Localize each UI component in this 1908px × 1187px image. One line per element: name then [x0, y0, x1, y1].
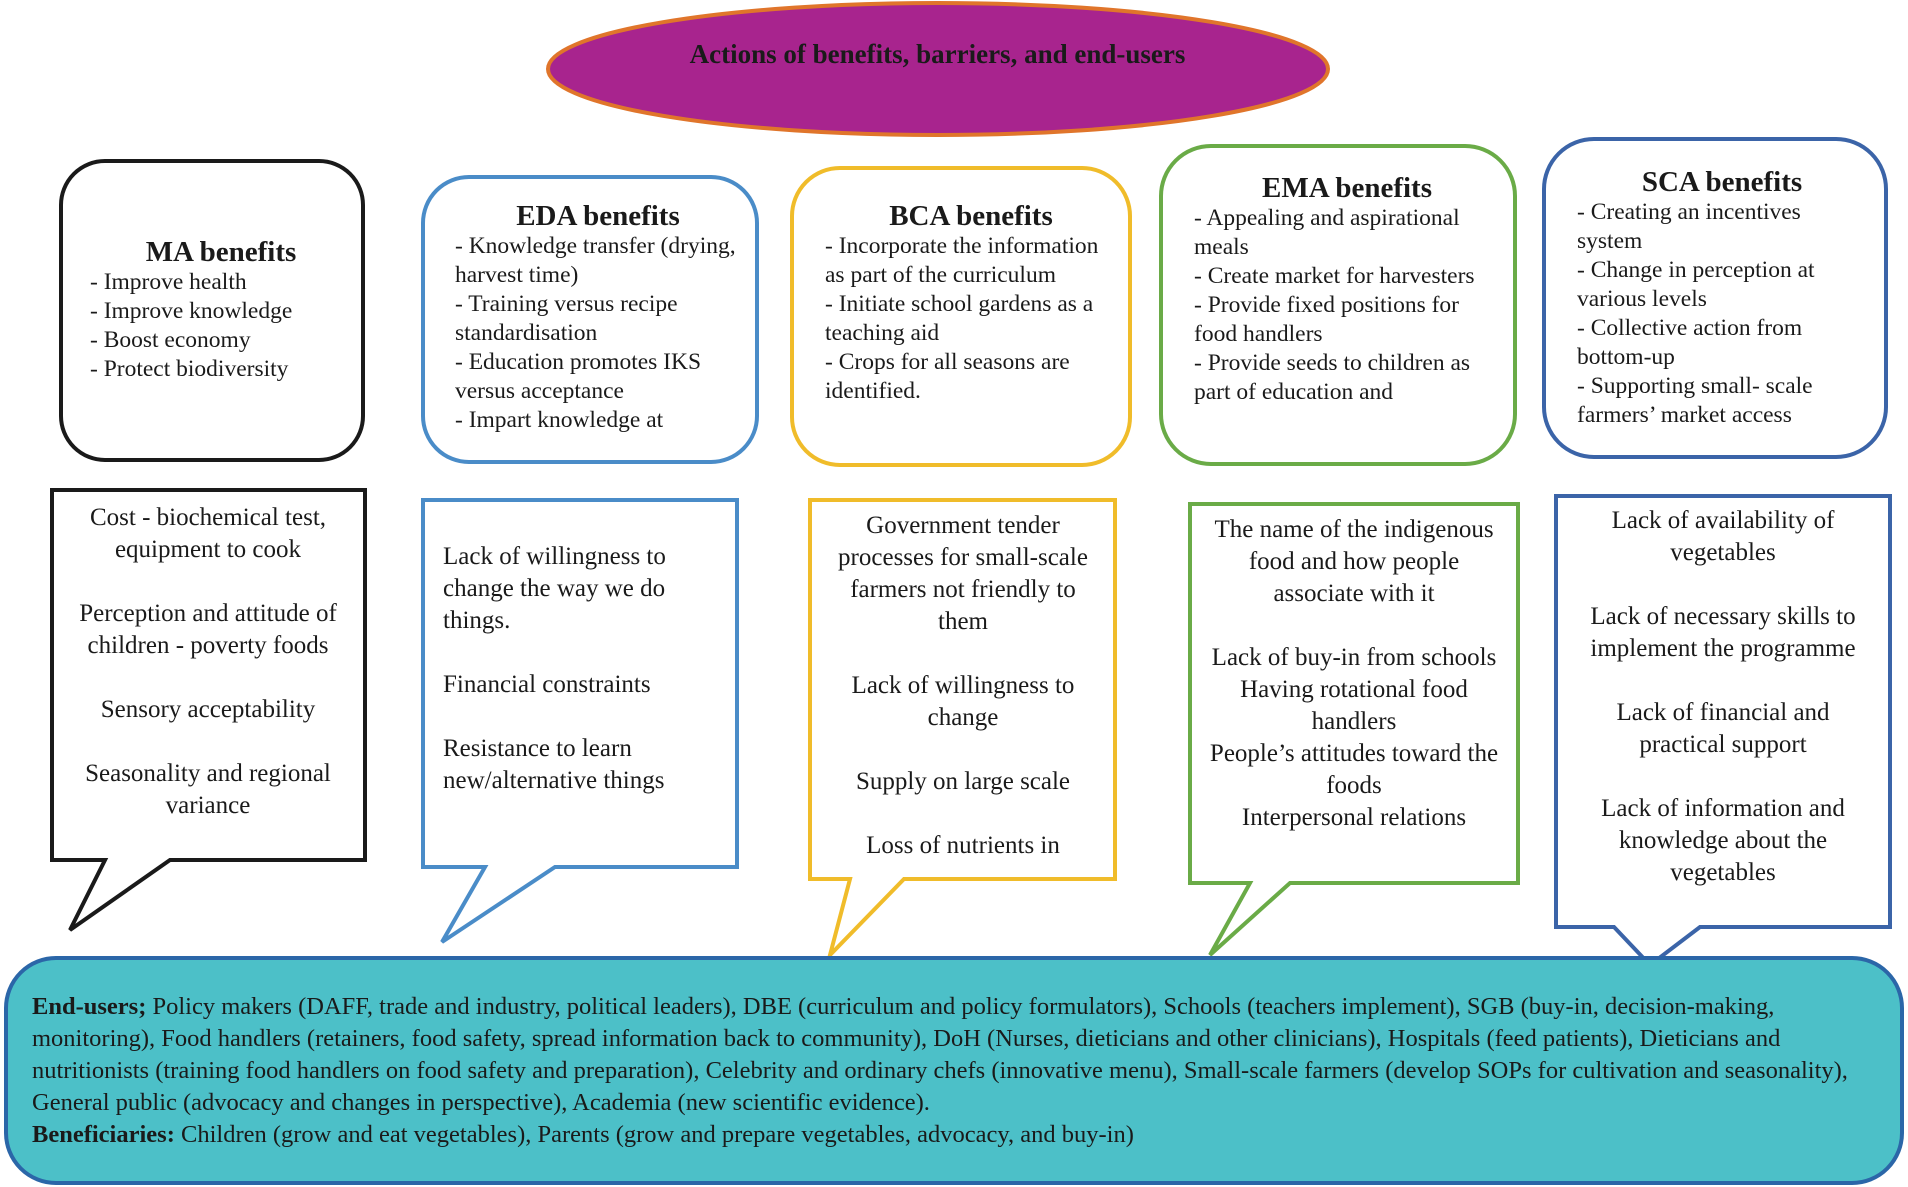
- sca-benefit-item: - Change in perception at various levels: [1577, 257, 1815, 312]
- ema-barrier-item: The name of the indigenous food and how …: [1214, 516, 1494, 607]
- sca-benefits-heading: SCA benefits: [1641, 166, 1803, 198]
- ma-barrier-item: Perception and attitude of children - po…: [79, 600, 337, 659]
- ma-benefits-heading: MA benefits: [145, 236, 297, 268]
- ema-benefit-item: - Provide fixed positions for food handl…: [1194, 292, 1459, 347]
- sca-barrier-item: Lack of information and knowledge about …: [1601, 795, 1845, 886]
- bca-benefit-item: - Initiate school gardens as a teaching …: [825, 291, 1094, 346]
- ma-benefit-item: - Boost economy: [90, 327, 251, 353]
- eda-barrier-item: Financial constraints: [443, 671, 651, 698]
- diagram-title: Actions of benefits, barriers, and end-u…: [689, 39, 1186, 69]
- eda-barrier-item: Resistance to learn new/alternative thin…: [443, 735, 665, 794]
- sca-barriers-text: Lack of availability of vegetables Lack …: [1572, 505, 1874, 921]
- bca-barrier-item: Supply on large scale: [855, 768, 1071, 795]
- bca-barriers-callout: [808, 498, 1117, 962]
- beneficiaries-label: Beneficiaries:: [32, 1121, 175, 1148]
- ema-benefit-item: - Appealing and aspirational meals: [1194, 205, 1460, 260]
- ma-barrier-item: Seasonality and regional variance: [85, 760, 331, 819]
- eda-benefit-item: - Knowledge transfer (drying, harvest ti…: [455, 233, 736, 288]
- ma-barrier-item: Sensory acceptability: [100, 696, 316, 723]
- ema-barriers-callout: [1188, 502, 1520, 957]
- eda-benefit-item: - Impart knowledge at: [455, 407, 664, 433]
- eda-barrier-item: Lack of willingness to change the way we…: [443, 543, 666, 634]
- ema-benefits-heading: EMA benefits: [1262, 172, 1432, 204]
- ma-benefit-item: - Protect biodiversity: [90, 356, 289, 382]
- bca-benefits-text: BCA benefits - Incorporate the informati…: [825, 200, 1117, 440]
- ema-barrier-item: People’s attitudes toward the foods: [1209, 740, 1499, 799]
- end-users-label: End-users;: [32, 993, 147, 1020]
- end-users-text: End-users; Policy makers (DAFF, trade an…: [32, 991, 1892, 1151]
- bca-barrier-item: Loss of nutrients in: [866, 832, 1060, 859]
- sca-benefit-item: - Supporting small- scale farmers’ marke…: [1577, 373, 1813, 428]
- beneficiaries-list: Children (grow and eat vegetables), Pare…: [174, 1121, 1134, 1148]
- ema-benefits-box: [1159, 144, 1517, 466]
- ma-barriers-callout: [50, 488, 367, 932]
- sca-benefit-item: - Creating an incentives system: [1577, 199, 1801, 254]
- sca-barrier-item: Lack of necessary skills to implement th…: [1590, 603, 1856, 662]
- title-ellipse: [546, 1, 1330, 137]
- eda-benefit-item: - Training versus recipe standardisation: [455, 291, 678, 346]
- bca-benefits-heading: BCA benefits: [889, 200, 1053, 232]
- bca-barriers-text: Government tender processes for small-sc…: [825, 510, 1101, 872]
- eda-benefits-box: [421, 175, 759, 464]
- ema-benefits-text: EMA benefits - Appealing and aspirationa…: [1194, 172, 1500, 442]
- sca-barrier-item: Lack of availability of vegetables: [1611, 507, 1835, 566]
- ma-benefits-text: MA benefits - Improve health - Improve k…: [90, 236, 352, 436]
- ema-barrier-item: Having rotational food handlers: [1240, 676, 1468, 735]
- bca-benefit-item: - Incorporate the information as part of…: [825, 233, 1099, 288]
- ma-barriers-text: Cost - biochemical test, equipment to co…: [62, 502, 354, 854]
- eda-barriers-text: Lack of willingness to change the way we…: [443, 541, 727, 861]
- eda-benefits-text: EDA benefits - Knowledge transfer (dryin…: [455, 200, 741, 440]
- ma-benefits-box: [59, 159, 365, 462]
- ema-barrier-item: Interpersonal relations: [1241, 804, 1467, 831]
- ema-benefit-item: - Create market for harvesters: [1194, 263, 1475, 289]
- end-users-list: Policy makers (DAFF, trade and industry,…: [32, 993, 1848, 1116]
- sca-barriers-callout: [1554, 494, 1892, 968]
- ma-benefit-item: - Improve health: [90, 269, 247, 295]
- sca-benefit-item: - Collective action from bottom-up: [1577, 315, 1803, 370]
- sca-barrier-item: Lack of financial and practical support: [1616, 699, 1830, 758]
- bca-barrier-item: Lack of willingness to change: [851, 672, 1075, 731]
- sca-benefits-text: SCA benefits - Creating an incentives sy…: [1577, 166, 1867, 436]
- eda-benefit-item: - Education promotes IKS versus acceptan…: [455, 349, 702, 404]
- sca-benefits-box: [1542, 137, 1888, 459]
- ma-barrier-item: Cost - biochemical test, equipment to co…: [89, 504, 327, 563]
- eda-barriers-callout: [421, 498, 739, 944]
- ema-benefit-item: - Provide seeds to children as part of e…: [1194, 350, 1471, 405]
- ema-barriers-text: The name of the indigenous food and how …: [1205, 514, 1503, 876]
- bca-benefits-box: [790, 166, 1132, 467]
- end-users-box: [4, 956, 1904, 1185]
- ma-benefit-item: - Improve knowledge: [90, 298, 293, 324]
- bca-barrier-item: Government tender processes for small-sc…: [838, 512, 1088, 635]
- bca-benefit-item: - Crops for all seasons are identified.: [825, 349, 1070, 404]
- ema-barrier-item: Lack of buy-in from schools: [1211, 644, 1497, 671]
- eda-benefits-heading: EDA benefits: [516, 200, 680, 232]
